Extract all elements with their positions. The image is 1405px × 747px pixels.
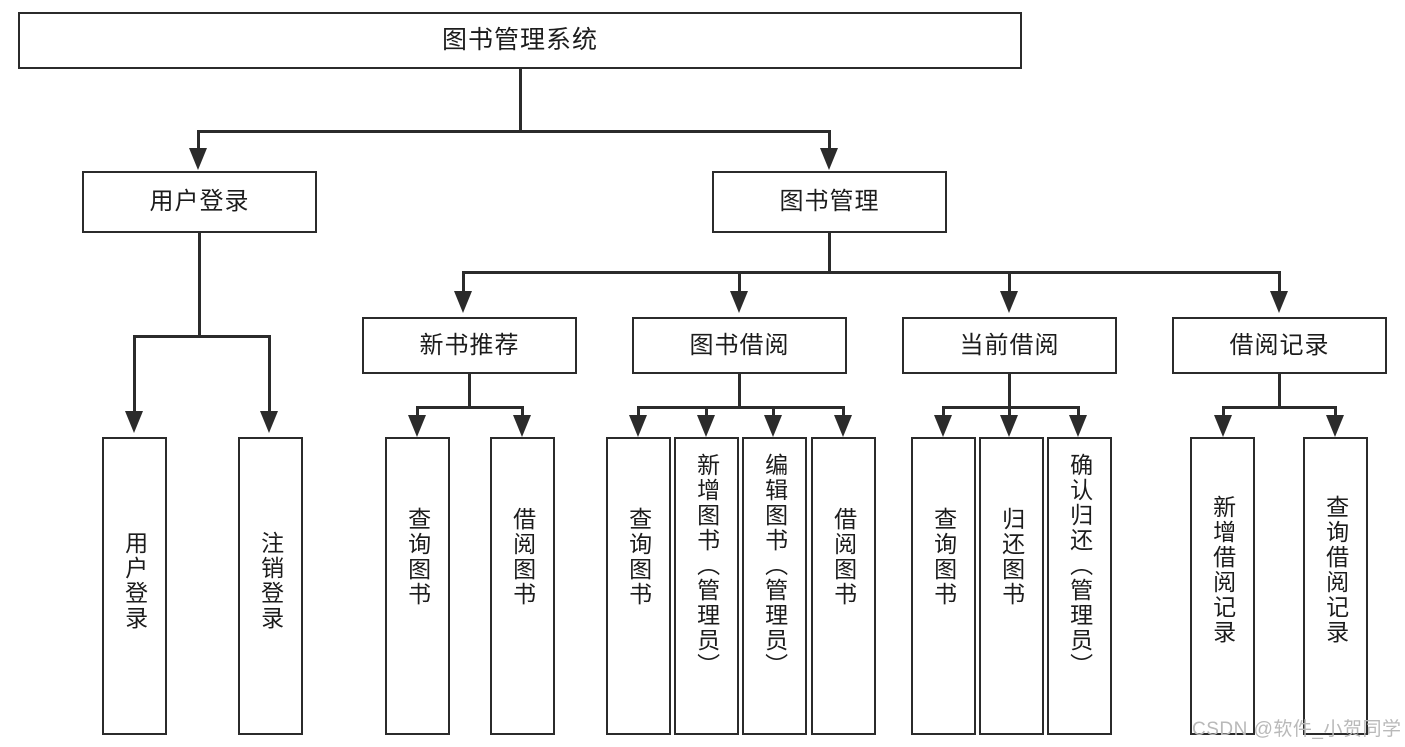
- arrowhead-leaf-logout: [260, 411, 278, 433]
- node-label: 确认归还（管理员）: [1066, 453, 1093, 678]
- leaf-edit-book-admin[interactable]: 编辑图书（管理员）: [742, 437, 807, 735]
- leaf-add-book-admin[interactable]: 新增图书（管理员）: [674, 437, 739, 735]
- arrowhead-leaf-user-login: [125, 411, 143, 433]
- node-label: 借阅图书: [830, 507, 857, 607]
- leaf-query-book-bb[interactable]: 查询图书: [606, 437, 671, 735]
- leaf-user-login[interactable]: 用户登录: [102, 437, 167, 735]
- node-label: 查询图书: [404, 507, 431, 607]
- node-borrow-record[interactable]: 借阅记录: [1172, 317, 1387, 374]
- node-label: 图书管理: [779, 188, 880, 216]
- connector-user-login-bus: [133, 335, 270, 338]
- arrowhead-nb-leaf-2: [513, 415, 531, 437]
- arrowhead-cb-leaf-3: [1069, 415, 1087, 437]
- connector-to-leaf-logout: [268, 335, 271, 415]
- leaf-borrow-book-nb[interactable]: 借阅图书: [490, 437, 555, 735]
- connector-nb-leaf-1: [416, 406, 419, 420]
- leaf-borrow-book-bb[interactable]: 借阅图书: [811, 437, 876, 735]
- connector-nb-leaf-2: [521, 406, 524, 420]
- node-label: 查询借阅记录: [1322, 495, 1349, 645]
- node-book-borrow[interactable]: 图书借阅: [632, 317, 847, 374]
- node-label: 当前借阅: [959, 331, 1060, 359]
- arrowhead-cb-leaf-1: [934, 415, 952, 437]
- leaf-query-borrow-record[interactable]: 查询借阅记录: [1303, 437, 1368, 735]
- connector-root-to-book-mgmt: [828, 130, 831, 152]
- connector-borrow-record-stem: [1278, 374, 1281, 408]
- leaf-query-book-nb[interactable]: 查询图书: [385, 437, 450, 735]
- arrowhead-new-book: [454, 291, 472, 313]
- connector-book-mgmt-stem: [828, 233, 831, 272]
- node-label: 归还图书: [998, 507, 1025, 607]
- connector-user-login-stem: [198, 233, 201, 336]
- node-label: 借阅图书: [509, 507, 536, 607]
- connector-root-stem: [519, 69, 522, 131]
- node-label: 用户登录: [149, 188, 250, 216]
- leaf-add-borrow-record[interactable]: 新增借阅记录: [1190, 437, 1255, 735]
- connector-br-leaf-1: [1222, 406, 1225, 420]
- node-new-book-recommend[interactable]: 新书推荐: [362, 317, 577, 374]
- arrowhead-nb-leaf-1: [408, 415, 426, 437]
- connector-new-book-stem: [468, 374, 471, 408]
- node-label: 查询图书: [625, 507, 652, 607]
- arrowhead-borrow-record: [1270, 291, 1288, 313]
- connector-to-book-borrow: [738, 271, 741, 295]
- node-current-borrow[interactable]: 当前借阅: [902, 317, 1117, 374]
- leaf-confirm-return-admin[interactable]: 确认归还（管理员）: [1047, 437, 1112, 735]
- connector-to-new-book: [462, 271, 465, 295]
- connector-book-borrow-stem: [738, 374, 741, 408]
- node-label: 图书管理系统: [441, 26, 598, 55]
- leaf-logout[interactable]: 注销登录: [238, 437, 303, 735]
- node-root-system[interactable]: 图书管理系统: [18, 12, 1022, 69]
- node-label: 借阅记录: [1229, 331, 1330, 359]
- connector-book-mgmt-bus: [462, 271, 1280, 274]
- connector-bb-leaf-2: [705, 406, 708, 420]
- arrowhead-bb-leaf-2: [697, 415, 715, 437]
- arrowhead-bb-leaf-4: [834, 415, 852, 437]
- node-book-management[interactable]: 图书管理: [712, 171, 947, 233]
- connector-current-borrow-stem: [1008, 374, 1011, 408]
- connector-bb-leaf-1: [637, 406, 640, 420]
- node-label: 新增图书（管理员）: [693, 453, 720, 678]
- node-user-login[interactable]: 用户登录: [82, 171, 317, 233]
- connector-br-leaf-2: [1334, 406, 1337, 420]
- arrowhead-book-borrow: [730, 291, 748, 313]
- connector-borrow-record-bus: [1222, 406, 1337, 409]
- node-label: 用户登录: [121, 531, 148, 631]
- connector-new-book-bus: [416, 406, 524, 409]
- arrowhead-br-leaf-2: [1326, 415, 1344, 437]
- node-label: 注销登录: [257, 531, 284, 631]
- node-label: 查询图书: [930, 507, 957, 607]
- connector-root-to-user-login: [197, 130, 200, 152]
- arrowhead-current-borrow: [1000, 291, 1018, 313]
- arrowhead-br-leaf-1: [1214, 415, 1232, 437]
- arrowhead-bb-leaf-1: [629, 415, 647, 437]
- node-label: 新书推荐: [419, 331, 520, 359]
- connector-cb-leaf-1: [942, 406, 945, 420]
- connector-book-borrow-bus: [637, 406, 845, 409]
- connector-cb-leaf-2: [1008, 406, 1011, 420]
- arrowhead-bb-leaf-3: [764, 415, 782, 437]
- node-label: 图书借阅: [689, 331, 790, 359]
- connector-root-bus: [197, 130, 831, 133]
- connector-to-current-borrow: [1008, 271, 1011, 295]
- connector-to-leaf-user-login: [133, 335, 136, 415]
- connector-bb-leaf-4: [842, 406, 845, 420]
- arrowhead-cb-leaf-2: [1000, 415, 1018, 437]
- leaf-query-book-cb[interactable]: 查询图书: [911, 437, 976, 735]
- connector-current-borrow-bus: [942, 406, 1080, 409]
- node-label: 编辑图书（管理员）: [761, 453, 788, 678]
- arrowhead-book-mgmt: [820, 148, 838, 170]
- connector-cb-leaf-3: [1077, 406, 1080, 420]
- node-label: 新增借阅记录: [1209, 495, 1236, 645]
- connector-to-borrow-record: [1278, 271, 1281, 295]
- arrowhead-user-login: [189, 148, 207, 170]
- leaf-return-book[interactable]: 归还图书: [979, 437, 1044, 735]
- connector-bb-leaf-3: [772, 406, 775, 420]
